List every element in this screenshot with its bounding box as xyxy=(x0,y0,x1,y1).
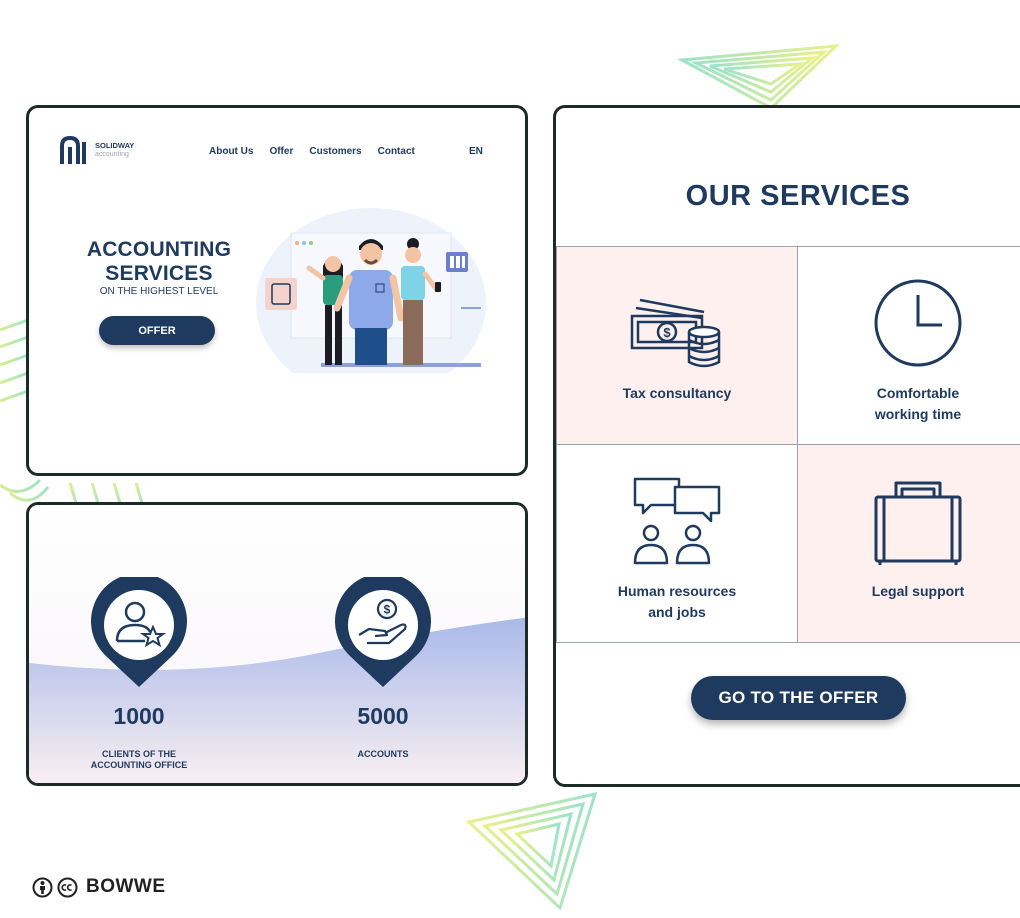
service-label-hr-line2: and jobs xyxy=(648,604,706,620)
hero-subtitle: ON THE HIGHEST LEVEL xyxy=(99,286,219,297)
nav-offer[interactable]: Offer xyxy=(269,146,294,157)
service-human-resources[interactable]: Human resources and jobs xyxy=(556,444,798,643)
services-title: OUR SERVICES xyxy=(685,180,911,212)
go-to-offer-button[interactable]: GO TO THE OFFER xyxy=(691,676,906,720)
nav-customers[interactable]: Customers xyxy=(309,146,362,157)
main-nav: About Us Offer Customers Contact xyxy=(209,146,415,157)
service-working-time[interactable]: Comfortable working time xyxy=(797,246,1020,445)
service-label-working-time-line2: working time xyxy=(874,406,962,422)
service-legal-support[interactable]: Legal support xyxy=(797,444,1020,643)
offer-button[interactable]: OFFER xyxy=(99,316,215,345)
nav-about-us[interactable]: About Us xyxy=(209,146,254,157)
stat-label-accounts: ACCOUNTS xyxy=(303,749,463,760)
briefcase-icon xyxy=(874,481,962,565)
creative-commons-icon xyxy=(57,877,78,897)
stats-card: 1000 CLIENTS OF THE ACCOUNTING OFFICE $ … xyxy=(26,502,528,786)
stat-label-clients-line1: CLIENTS OF THE xyxy=(102,749,176,759)
hero-title-line2: SERVICES xyxy=(105,262,213,285)
logo[interactable]: SOLIDWAY accounting xyxy=(59,134,134,166)
decorative-triangle-top xyxy=(676,44,841,110)
service-label-working-time-line1: Comfortable xyxy=(876,385,960,401)
stat-label-accounts-line1: ACCOUNTS xyxy=(357,749,409,759)
nav-contact[interactable]: Contact xyxy=(377,146,415,157)
attribution-icon xyxy=(32,877,53,897)
service-label-tax: Tax consultancy xyxy=(587,383,767,404)
svg-text:$: $ xyxy=(663,325,671,340)
logo-name: SOLIDWAY xyxy=(95,141,135,150)
stat-label-clients-line2: ACCOUNTING OFFICE xyxy=(90,760,188,770)
brand-name: BOWWE xyxy=(86,876,166,897)
clock-icon xyxy=(874,279,962,367)
services-grid: $ Tax consultancy Comfortable working ti… xyxy=(556,246,1020,644)
bowwe-brand: BOWWE xyxy=(32,876,166,898)
solidway-logo-icon xyxy=(60,135,86,164)
hero-title-line1: ACCOUNTING xyxy=(86,238,232,261)
service-tax-consultancy[interactable]: $ Tax consultancy xyxy=(556,246,798,445)
team-illustration xyxy=(256,208,486,373)
decorative-triangle-bottom xyxy=(465,791,598,910)
money-coins-icon: $ xyxy=(630,298,721,368)
services-card: OUR SERVICES $ T xyxy=(553,105,1020,787)
service-label-legal-line1: Legal support xyxy=(871,583,965,599)
service-label-legal: Legal support xyxy=(828,581,1008,602)
svg-text:$: $ xyxy=(384,603,391,617)
hero-title: ACCOUNTING SERVICES xyxy=(59,238,259,286)
language-switcher[interactable]: EN xyxy=(469,146,483,157)
service-label-hr-line1: Human resources xyxy=(617,583,737,599)
chat-people-icon xyxy=(633,477,721,565)
hand-coin-icon: $ xyxy=(335,577,431,687)
stat-value-clients: 1000 xyxy=(113,703,165,729)
logo-subtitle: accounting xyxy=(95,151,129,158)
service-label-tax-line1: Tax consultancy xyxy=(622,385,732,401)
service-label-working-time: Comfortable working time xyxy=(828,383,1008,425)
stat-label-clients: CLIENTS OF THE ACCOUNTING OFFICE xyxy=(59,749,219,771)
hero-card: SOLIDWAY accounting About Us Offer Custo… xyxy=(26,105,528,476)
client-star-icon xyxy=(91,577,187,687)
stat-value-accounts: 5000 xyxy=(357,703,409,729)
service-label-hr: Human resources and jobs xyxy=(587,581,767,623)
